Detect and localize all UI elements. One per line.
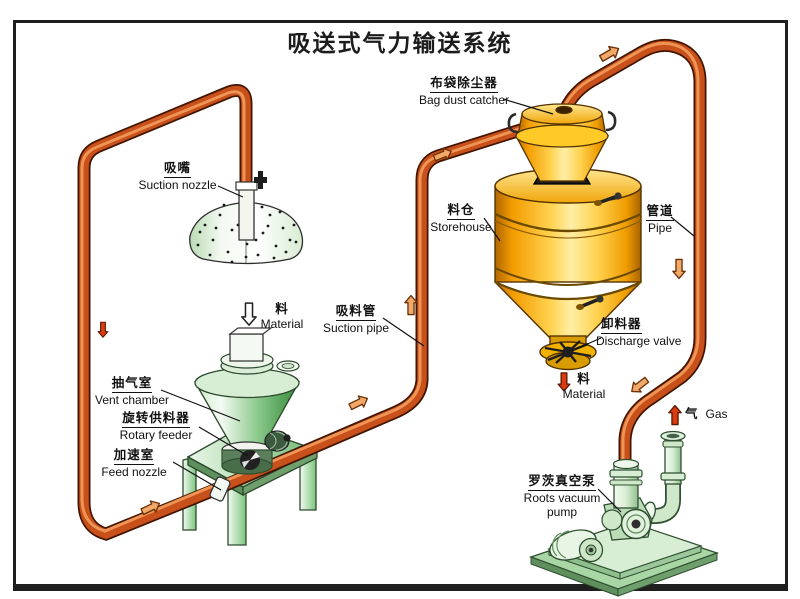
- roots-vacuum-pump: [528, 430, 720, 597]
- suction-nozzle: [235, 171, 267, 241]
- label-pipe-zh: 管道: [646, 204, 674, 221]
- conveying-pipe-loop: [77, 84, 532, 541]
- label-bag-dust-catcher-en: Bag dust catcher: [418, 92, 510, 107]
- flow-arrow-to-riser: [346, 392, 371, 413]
- label-roots-vacuum-pump: 罗茨真空泵 Roots vacuum pump: [523, 474, 601, 519]
- diagram-title: 吸送式气力输送系统: [287, 30, 513, 56]
- label-gas-en: Gas: [705, 407, 728, 422]
- label-rotary-feeder: 旋转供料器 Rotary feeder: [110, 411, 202, 442]
- catcher-inlet-hole: [555, 105, 573, 115]
- flow-arrow-right-down: [672, 258, 686, 280]
- gas-out-arrow: [668, 404, 682, 426]
- bag-dust-catcher: [507, 103, 617, 185]
- leader-lines: [160, 98, 695, 513]
- label-feed-nozzle-en: Feed nozzle: [101, 464, 167, 479]
- silo-fitting-bottom: [576, 295, 604, 310]
- label-suction-pipe: 吸料管 Suction pipe: [323, 304, 389, 335]
- flow-arrow-riser-up: [404, 294, 418, 316]
- label-storehouse: 料仓 Storehouse: [430, 203, 492, 234]
- label-suction-nozzle: 吸嘴 Suction nozzle: [130, 161, 225, 192]
- exhaust-pipe: [560, 38, 707, 472]
- label-suction-pipe-zh: 吸料管: [335, 304, 377, 321]
- label-vent-chamber-zh: 抽气室: [111, 376, 153, 393]
- label-feed-nozzle: 加速室 Feed nozzle: [101, 448, 167, 479]
- exhaust-stack: [660, 430, 686, 485]
- label-vent-chamber: 抽气室 Vent chamber: [94, 376, 170, 407]
- label-material-in: 料 Material: [255, 302, 309, 331]
- catcher-hook-left: [507, 112, 519, 134]
- label-discharge-valve: 卸料器 Discharge valve: [596, 317, 686, 348]
- silo-fitting-top: [594, 192, 622, 206]
- label-storehouse-zh: 料仓: [447, 203, 475, 220]
- catcher-hook-right: [605, 110, 617, 132]
- label-roots-vacuum-pump-en1: Roots vacuum: [523, 490, 601, 505]
- label-feed-nozzle-zh: 加速室: [113, 448, 155, 465]
- label-material-out-zh: 料: [577, 372, 591, 386]
- label-material-in-zh: 料: [275, 302, 289, 316]
- label-bag-dust-catcher-zh: 布袋除尘器: [430, 76, 498, 93]
- label-rotary-feeder-zh: 旋转供料器: [122, 411, 190, 428]
- feeder-motor: [264, 430, 290, 452]
- label-discharge-valve-zh: 卸料器: [601, 317, 642, 334]
- label-bag-dust-catcher: 布袋除尘器 Bag dust catcher: [418, 76, 510, 107]
- label-vent-chamber-en: Vent chamber: [94, 392, 170, 407]
- label-material-out-en: Material: [562, 386, 606, 401]
- label-suction-nozzle-zh: 吸嘴: [163, 161, 191, 178]
- label-pipe: 管道 Pipe: [640, 204, 680, 235]
- rotary-feeder-body: [221, 430, 291, 475]
- label-roots-vacuum-pump-zh: 罗茨真空泵: [528, 474, 596, 491]
- label-rotary-feeder-en: Rotary feeder: [119, 427, 193, 442]
- label-suction-nozzle-en: Suction nozzle: [138, 177, 217, 192]
- label-gas-zh: 气: [685, 407, 699, 421]
- discharge-valve: [539, 335, 597, 371]
- hopper-inlet-tube: [229, 333, 264, 362]
- storehouse-silo: [494, 168, 642, 371]
- label-roots-vacuum-pump-en2: pump: [546, 504, 578, 519]
- label-gas: 气 Gas: [685, 407, 728, 422]
- material-in-arrow: [241, 302, 257, 326]
- flow-arrow-down-left-pipe: [97, 321, 109, 338]
- label-material-in-en: Material: [260, 316, 304, 331]
- feeder-assembly: [193, 327, 301, 502]
- pump-inlet-silencer: [609, 458, 643, 509]
- label-discharge-valve-en: Discharge valve: [596, 333, 682, 348]
- flow-arrow-to-pump: [627, 374, 652, 397]
- label-material-out: 料 Material: [558, 372, 610, 401]
- label-suction-pipe-en: Suction pipe: [322, 320, 390, 335]
- label-pipe-en: Pipe: [647, 220, 673, 235]
- label-storehouse-en: Storehouse: [430, 219, 492, 234]
- pump-motor: [549, 529, 604, 563]
